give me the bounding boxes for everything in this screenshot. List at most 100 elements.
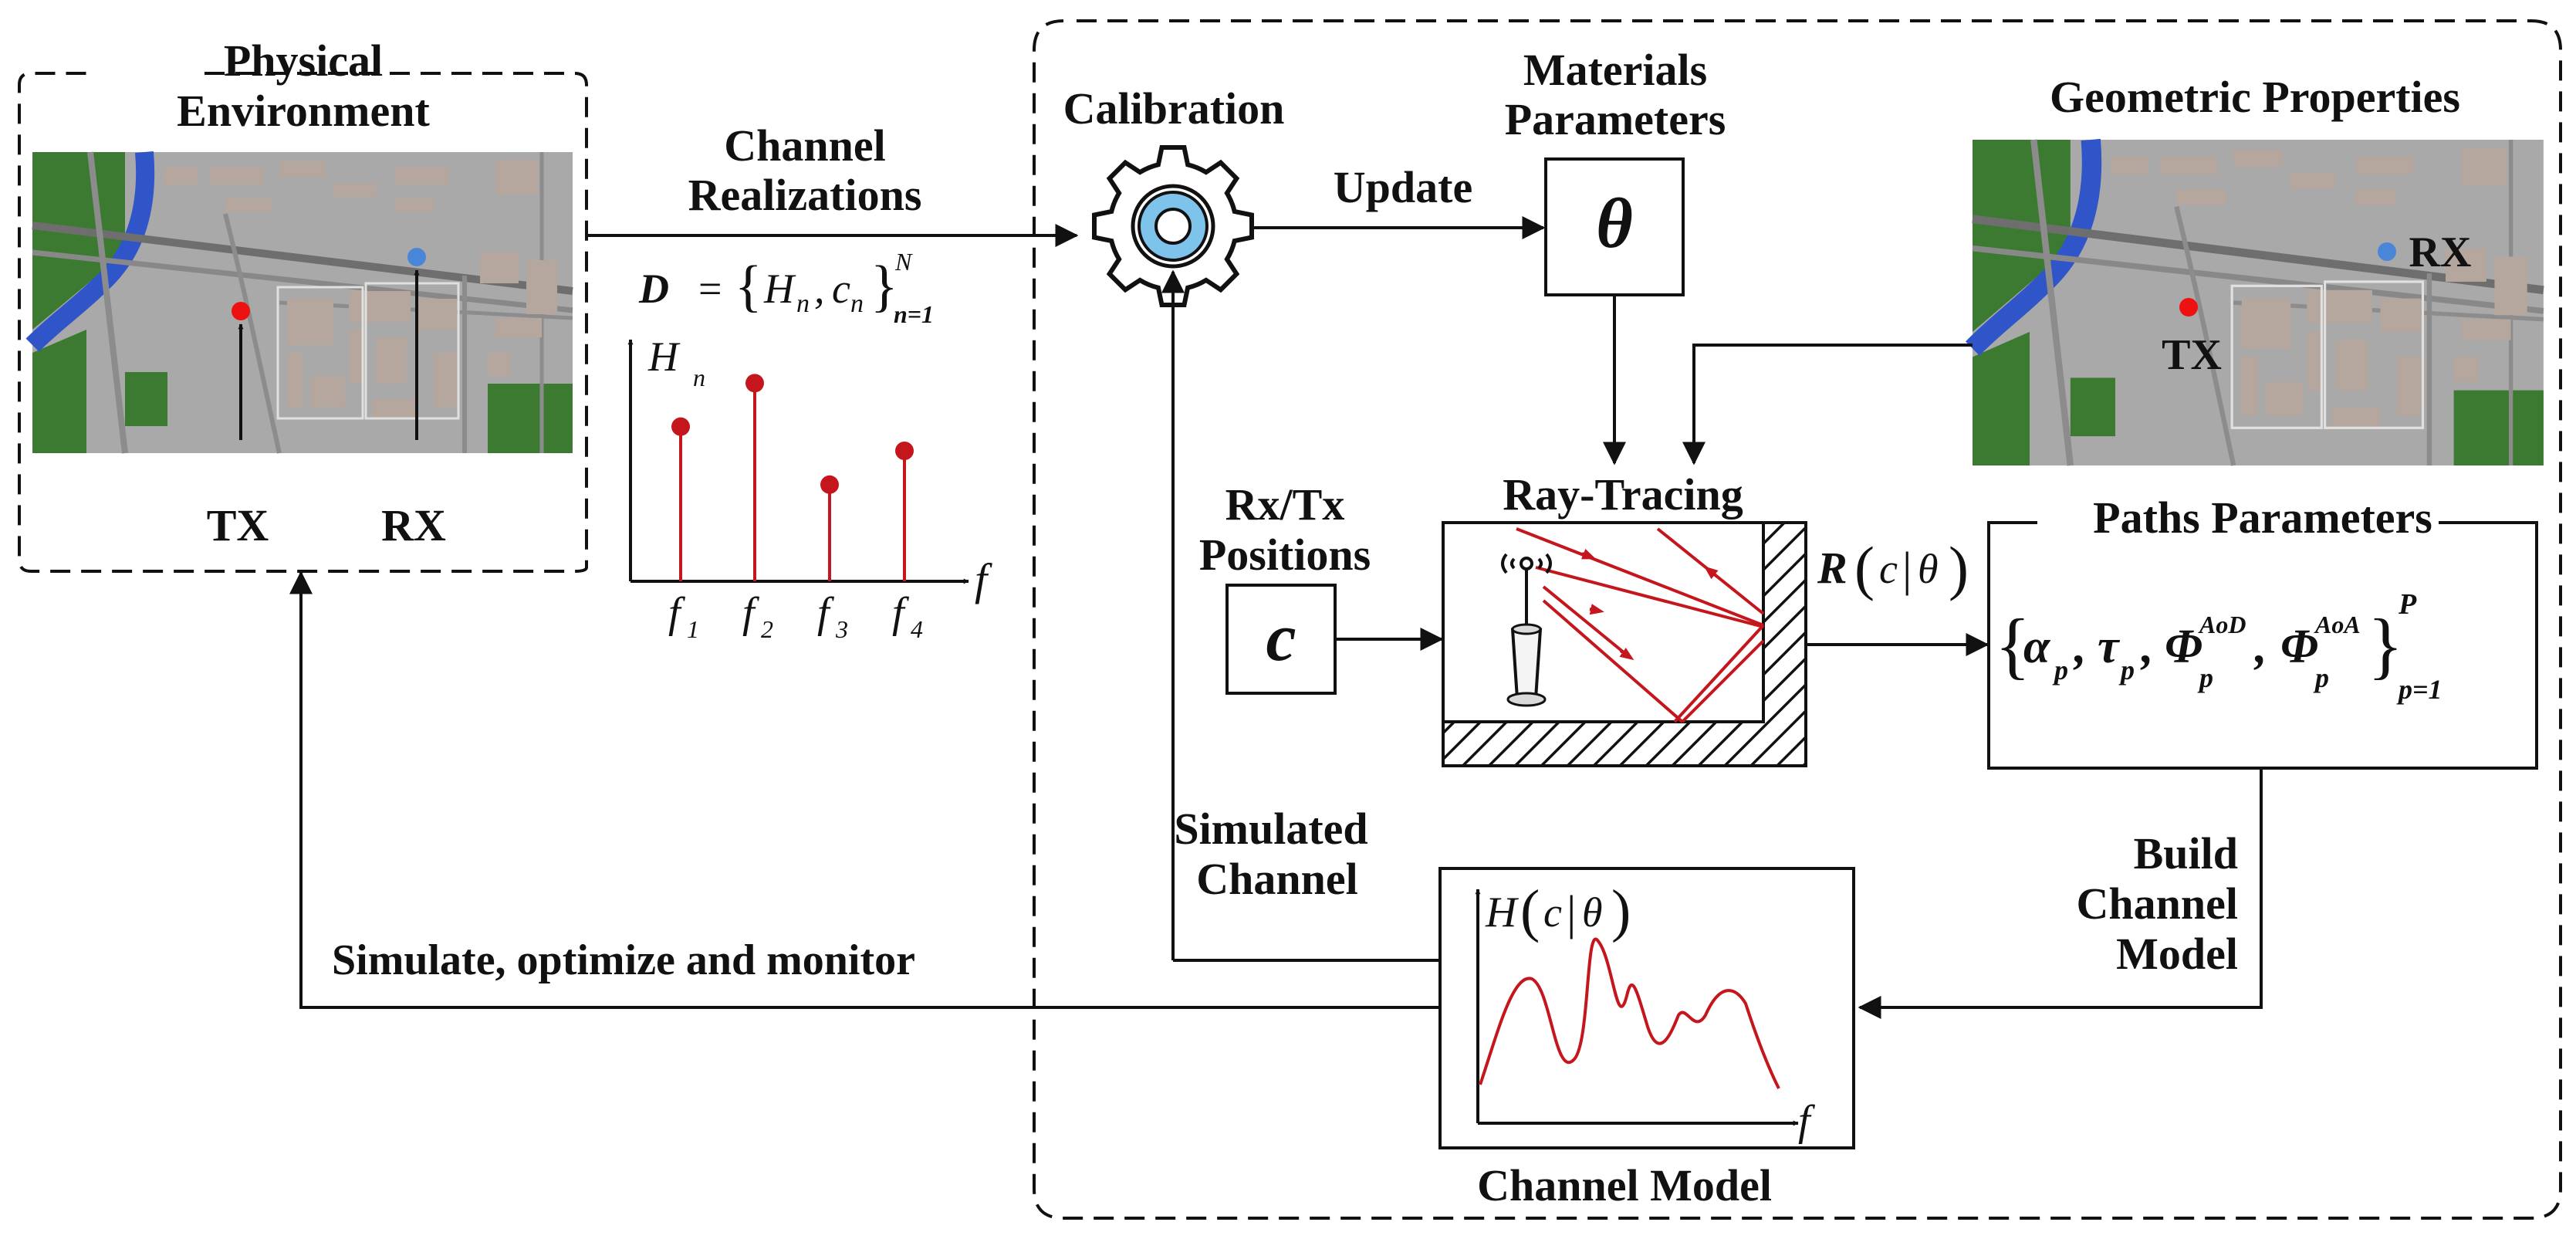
physical-environment-title-1: Physical (224, 36, 383, 86)
freq-label-sub-1: 1 (687, 615, 699, 643)
svg-text:AoA: AoA (2314, 611, 2361, 638)
stem-marker-3 (820, 475, 839, 494)
dataset-symbol: D (638, 266, 669, 312)
svg-text:c: c (1543, 889, 1562, 936)
svg-text:{: { (1995, 604, 2030, 686)
hatched-wall (1442, 521, 1807, 767)
dataset-subscript: n=1 (894, 300, 934, 328)
paths-parameters: Paths Parameters { α p , τ p , Φ AoD p ,… (1987, 493, 2538, 770)
build-label-2: Channel (2076, 878, 2238, 929)
calibration-block: Calibration (1063, 83, 1440, 962)
materials-title-2: Parameters (1505, 94, 1726, 144)
geo-tx-label: TX (2162, 331, 2222, 379)
channel-realizations-title-2: Realizations (688, 170, 922, 220)
freq-label-1: f (668, 589, 686, 637)
geo-tx-marker-icon (2179, 298, 2198, 317)
svg-text:p: p (2313, 662, 2329, 693)
svg-text:p: p (2052, 655, 2068, 686)
paths-superscript: P (2398, 588, 2417, 621)
svg-text:): ) (1611, 878, 1631, 943)
stem-x-label: f (975, 554, 992, 604)
build-label-3: Model (2116, 929, 2238, 979)
stem-marker-4 (895, 441, 914, 460)
dataset-eq: = (698, 266, 722, 312)
svg-text:}: } (2368, 604, 2403, 686)
paths-subscript: p=1 (2396, 674, 2442, 705)
geo-rx-label: RX (2409, 229, 2472, 276)
freq-label-2: f (742, 589, 760, 637)
positions-title-2: Positions (1199, 530, 1371, 580)
svg-text:(: ( (1520, 878, 1540, 943)
ray-arrowheads (1580, 548, 1719, 661)
output-c: c (1879, 546, 1898, 592)
phi-aod-symbol: Φ (2165, 621, 2202, 673)
freq-label-4: f (892, 589, 910, 637)
channel-realizations-title-1: Channel (724, 120, 886, 171)
tx-label: TX (207, 500, 269, 550)
physical-environment-title-2: Environment (177, 86, 430, 136)
ray-paths (1516, 527, 1765, 723)
geo-rx-marker-icon (2378, 242, 2396, 261)
rxtx-positions: Rx/Tx Positions c (1199, 479, 1444, 695)
svg-text:p: p (2197, 662, 2213, 693)
paths-title: Paths Parameters (2093, 493, 2432, 543)
svg-text:p: p (2118, 655, 2135, 686)
svg-text:,: , (814, 266, 825, 312)
alpha-symbol: α (2023, 621, 2051, 673)
svg-text:,: , (2140, 621, 2154, 673)
simulated-label-2: Channel (1196, 854, 1358, 904)
materials-title-1: Materials (1523, 45, 1707, 95)
build-arrow (1858, 768, 2263, 1019)
h-symbol: H (763, 266, 796, 312)
svg-text:(: ( (1854, 534, 1875, 601)
city-map-left (32, 152, 573, 453)
city-map-right (1973, 140, 2544, 465)
feedback-label: Simulate, optimize and monitor (332, 936, 915, 984)
stem-marker-2 (745, 374, 764, 393)
theta-symbol: θ (1596, 184, 1633, 262)
stem-y-subscript: n (693, 364, 705, 391)
dataset-superscript: N (894, 248, 913, 276)
output-bar: | (1902, 543, 1912, 596)
c-box (1225, 584, 1337, 695)
model-y-label: H (1485, 889, 1519, 936)
stem-marker-1 (671, 417, 690, 436)
ray-tracing-block: Ray-Tracing (1442, 469, 1989, 767)
ray-tracing-title: Ray-Tracing (1503, 469, 1743, 520)
tau-symbol: τ (2098, 621, 2121, 673)
antenna-icon (1501, 553, 1552, 707)
feedback-arrow (289, 570, 1440, 1009)
simulated-label-1: Simulated (1174, 804, 1367, 854)
update-label: Update (1334, 162, 1472, 212)
physical-environment-panel: Physical Environment TX RX (18, 36, 588, 573)
materials-parameters: Materials Parameters θ (1505, 45, 1726, 465)
gear-icon (1092, 145, 1254, 307)
calibration-title: Calibration (1063, 83, 1285, 134)
build-label-1: Build (2134, 828, 2238, 878)
channel-model-title: Channel Model (1477, 1160, 1772, 1210)
c-symbol-box: c (1266, 601, 1296, 675)
output-theta: θ (1918, 546, 1939, 592)
phi-aoa-symbol: Φ (2280, 621, 2318, 673)
freq-label-sub-2: 2 (761, 615, 773, 643)
svg-text:θ: θ (1582, 889, 1603, 936)
output-R: R (1817, 543, 1847, 593)
channel-response-curve (1479, 937, 1780, 1089)
brace-open: { (735, 255, 762, 318)
twin-region (1033, 19, 2562, 1220)
freq-label-sub-3: 3 (835, 615, 848, 643)
channel-model: H ( c | θ ) f Channel Model (1438, 867, 1855, 1210)
freq-label-3: f (817, 589, 835, 637)
positions-title-1: Rx/Tx (1225, 479, 1345, 530)
c-subscript: n (850, 289, 864, 318)
stem-y-label: H (647, 333, 681, 380)
svg-text:,: , (2253, 621, 2267, 673)
svg-text:AoD: AoD (2198, 611, 2246, 638)
channel-realizations: Channel Realizations D = { H n , c n } N… (587, 120, 1079, 643)
geometric-title: Geometric Properties (2050, 72, 2460, 122)
brace-close: } (870, 255, 898, 318)
c-symbol: c (832, 266, 850, 312)
rx-label: RX (381, 500, 446, 550)
